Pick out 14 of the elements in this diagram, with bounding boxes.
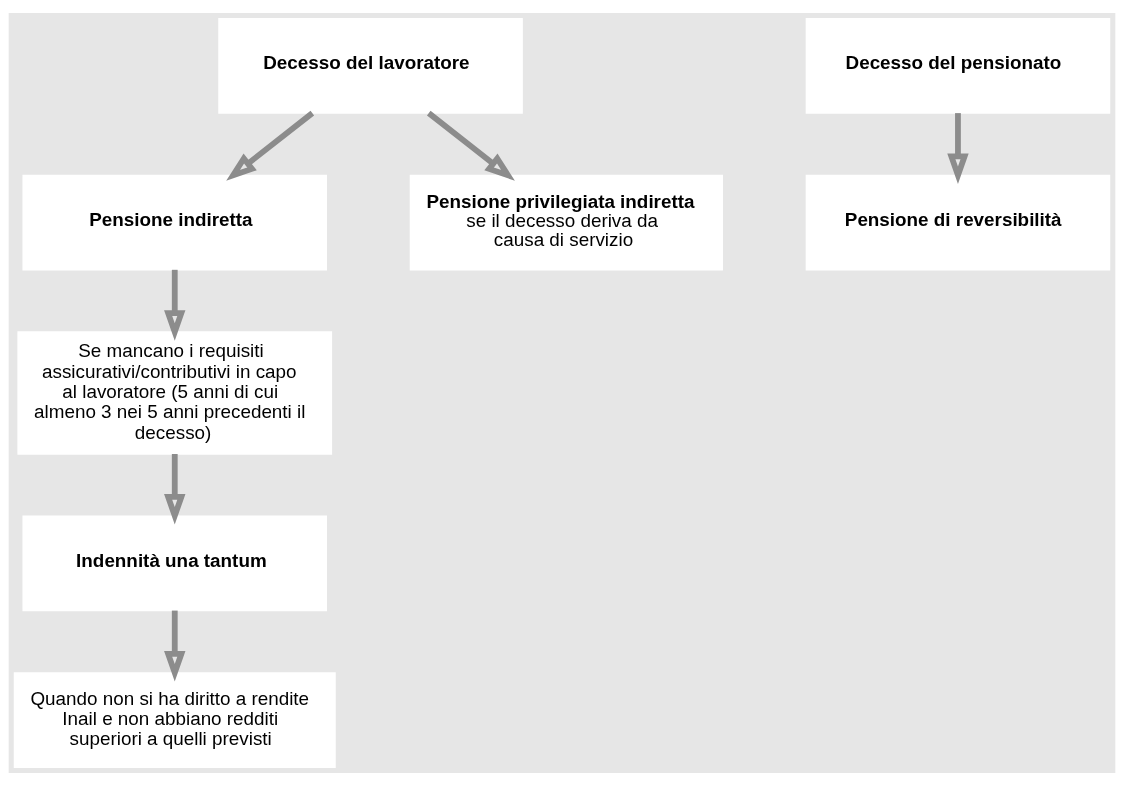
arrow — [427, 110, 515, 181]
node-box: Indennità una tantum — [22, 515, 328, 611]
node-box: Se mancano i requisiti assicurativi/contributivi in capo al lavoratore (5 anni di cui almeno 3 nei 5 anni precedenti il decesso) — [17, 330, 333, 455]
arrow — [164, 453, 186, 525]
node-box: Decesso del pensionato — [805, 17, 1111, 114]
node-box: Pensione di reversibilità — [805, 174, 1111, 270]
arrow — [947, 112, 969, 184]
arrow — [226, 110, 315, 181]
node-box: Pensione indiretta — [22, 174, 328, 270]
arrow — [164, 269, 186, 341]
node-box: Quando non si ha diritto a rendite Inail e non abbiano redditi superiori a quelli previsti — [13, 671, 336, 768]
node-box: Pensione privilegiata indiretta se il decesso deriva da causa di servizio — [409, 174, 723, 270]
node-box: Decesso del lavoratore — [218, 17, 523, 114]
arrow — [164, 610, 186, 682]
